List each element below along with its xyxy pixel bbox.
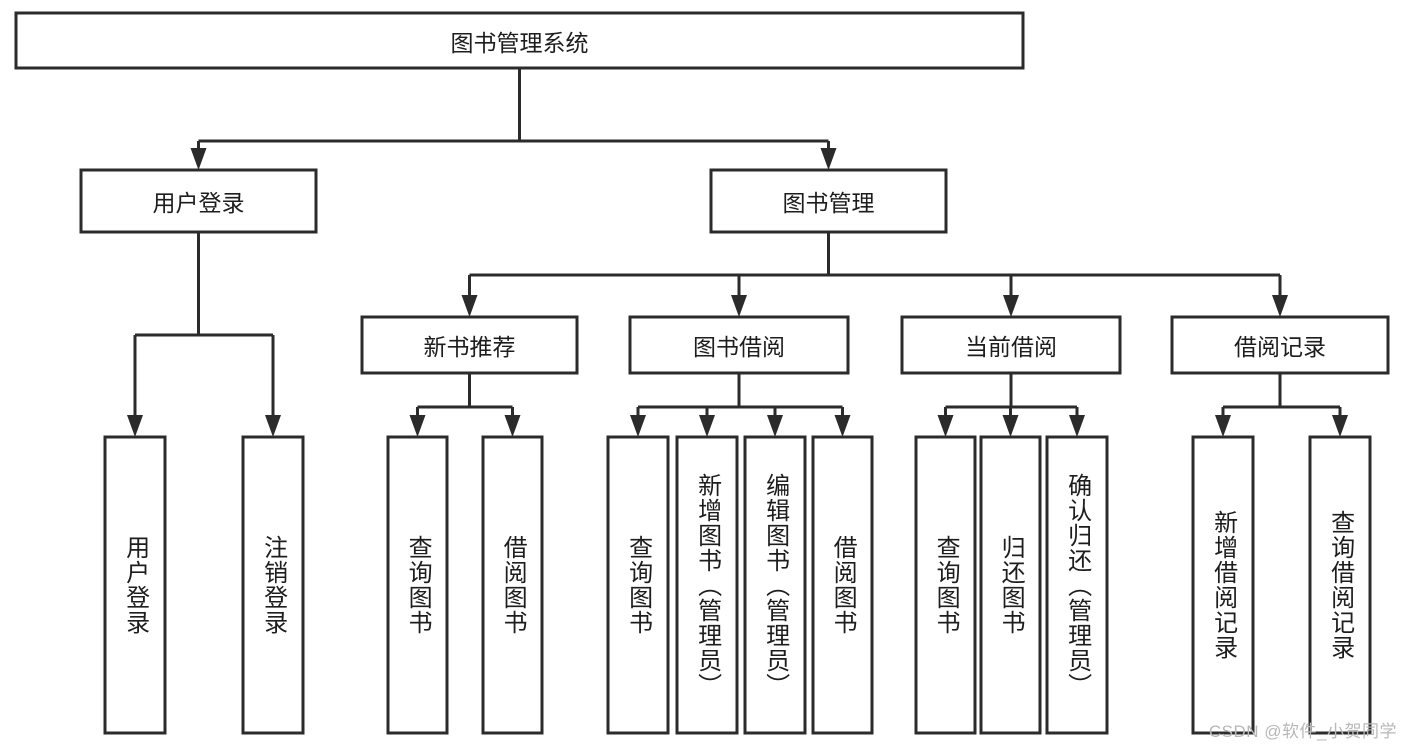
node-box-leaf-add-record[interactable] [1191, 435, 1255, 735]
watermark: CSDN @软件_小贺同学 [1208, 722, 1397, 741]
arrow-head-icon-leaf-logout [265, 415, 281, 437]
node-box-leaf-borrow-book-1[interactable] [481, 435, 544, 735]
arrow-head-icon-leaf-query-book-1 [409, 415, 426, 437]
arrow-head-icon-leaf-add-book [699, 415, 715, 437]
node-box-leaf-query-book-2[interactable] [606, 435, 670, 735]
arrow-head-icon-leaf-edit-book [767, 415, 783, 437]
arrow-head-icon-leaf-query-book-3 [937, 415, 954, 437]
arrow-head-icon-leaf-return-book [1002, 415, 1019, 437]
node-box-leaf-borrow-book-2[interactable] [811, 435, 874, 735]
arrow-head-icon-leaf-confirm-return [1069, 415, 1085, 437]
node-box-leaf-edit-book[interactable] [743, 435, 807, 735]
arrow-head-icon-book-borrow [731, 295, 747, 317]
node-box-current-borrow[interactable] [900, 315, 1122, 375]
node-box-root[interactable] [14, 11, 1025, 70]
node-box-leaf-query-book-3[interactable] [914, 435, 977, 735]
node-box-leaf-logout[interactable] [241, 435, 305, 735]
node-box-borrow-record[interactable] [1170, 315, 1390, 375]
node-box-book-manage[interactable] [709, 168, 948, 234]
connector-layer [127, 68, 1348, 437]
arrow-head-icon-leaf-user-login [127, 415, 143, 437]
node-box-leaf-query-book-1[interactable] [386, 435, 449, 735]
arrow-head-icon-leaf-borrow-book-2 [834, 415, 851, 437]
node-box-user-login[interactable] [79, 168, 318, 234]
arrow-head-icon-leaf-query-book-2 [630, 415, 646, 437]
node-box-leaf-user-login[interactable] [103, 435, 167, 735]
arrow-head-icon-leaf-borrow-book-1 [504, 415, 521, 437]
node-box-leaf-add-book[interactable] [675, 435, 739, 735]
node-box-book-borrow[interactable] [628, 315, 850, 375]
node-box-leaf-query-record[interactable] [1308, 435, 1372, 735]
arrow-head-icon-current-borrow [1003, 295, 1019, 317]
node-box-leaf-confirm-return[interactable] [1045, 435, 1109, 735]
arrow-head-icon-leaf-add-record [1215, 415, 1231, 437]
arrow-head-icon-new-book-recommend [461, 295, 478, 317]
node-box-new-book-recommend[interactable] [360, 315, 579, 375]
arrow-head-icon-book-manage [820, 148, 837, 170]
node-layer [14, 11, 1390, 735]
arrow-head-icon-user-login [190, 148, 207, 170]
node-box-leaf-return-book[interactable] [979, 435, 1042, 735]
arrow-head-icon-borrow-record [1272, 295, 1288, 317]
arrow-head-icon-leaf-query-record [1332, 415, 1348, 437]
